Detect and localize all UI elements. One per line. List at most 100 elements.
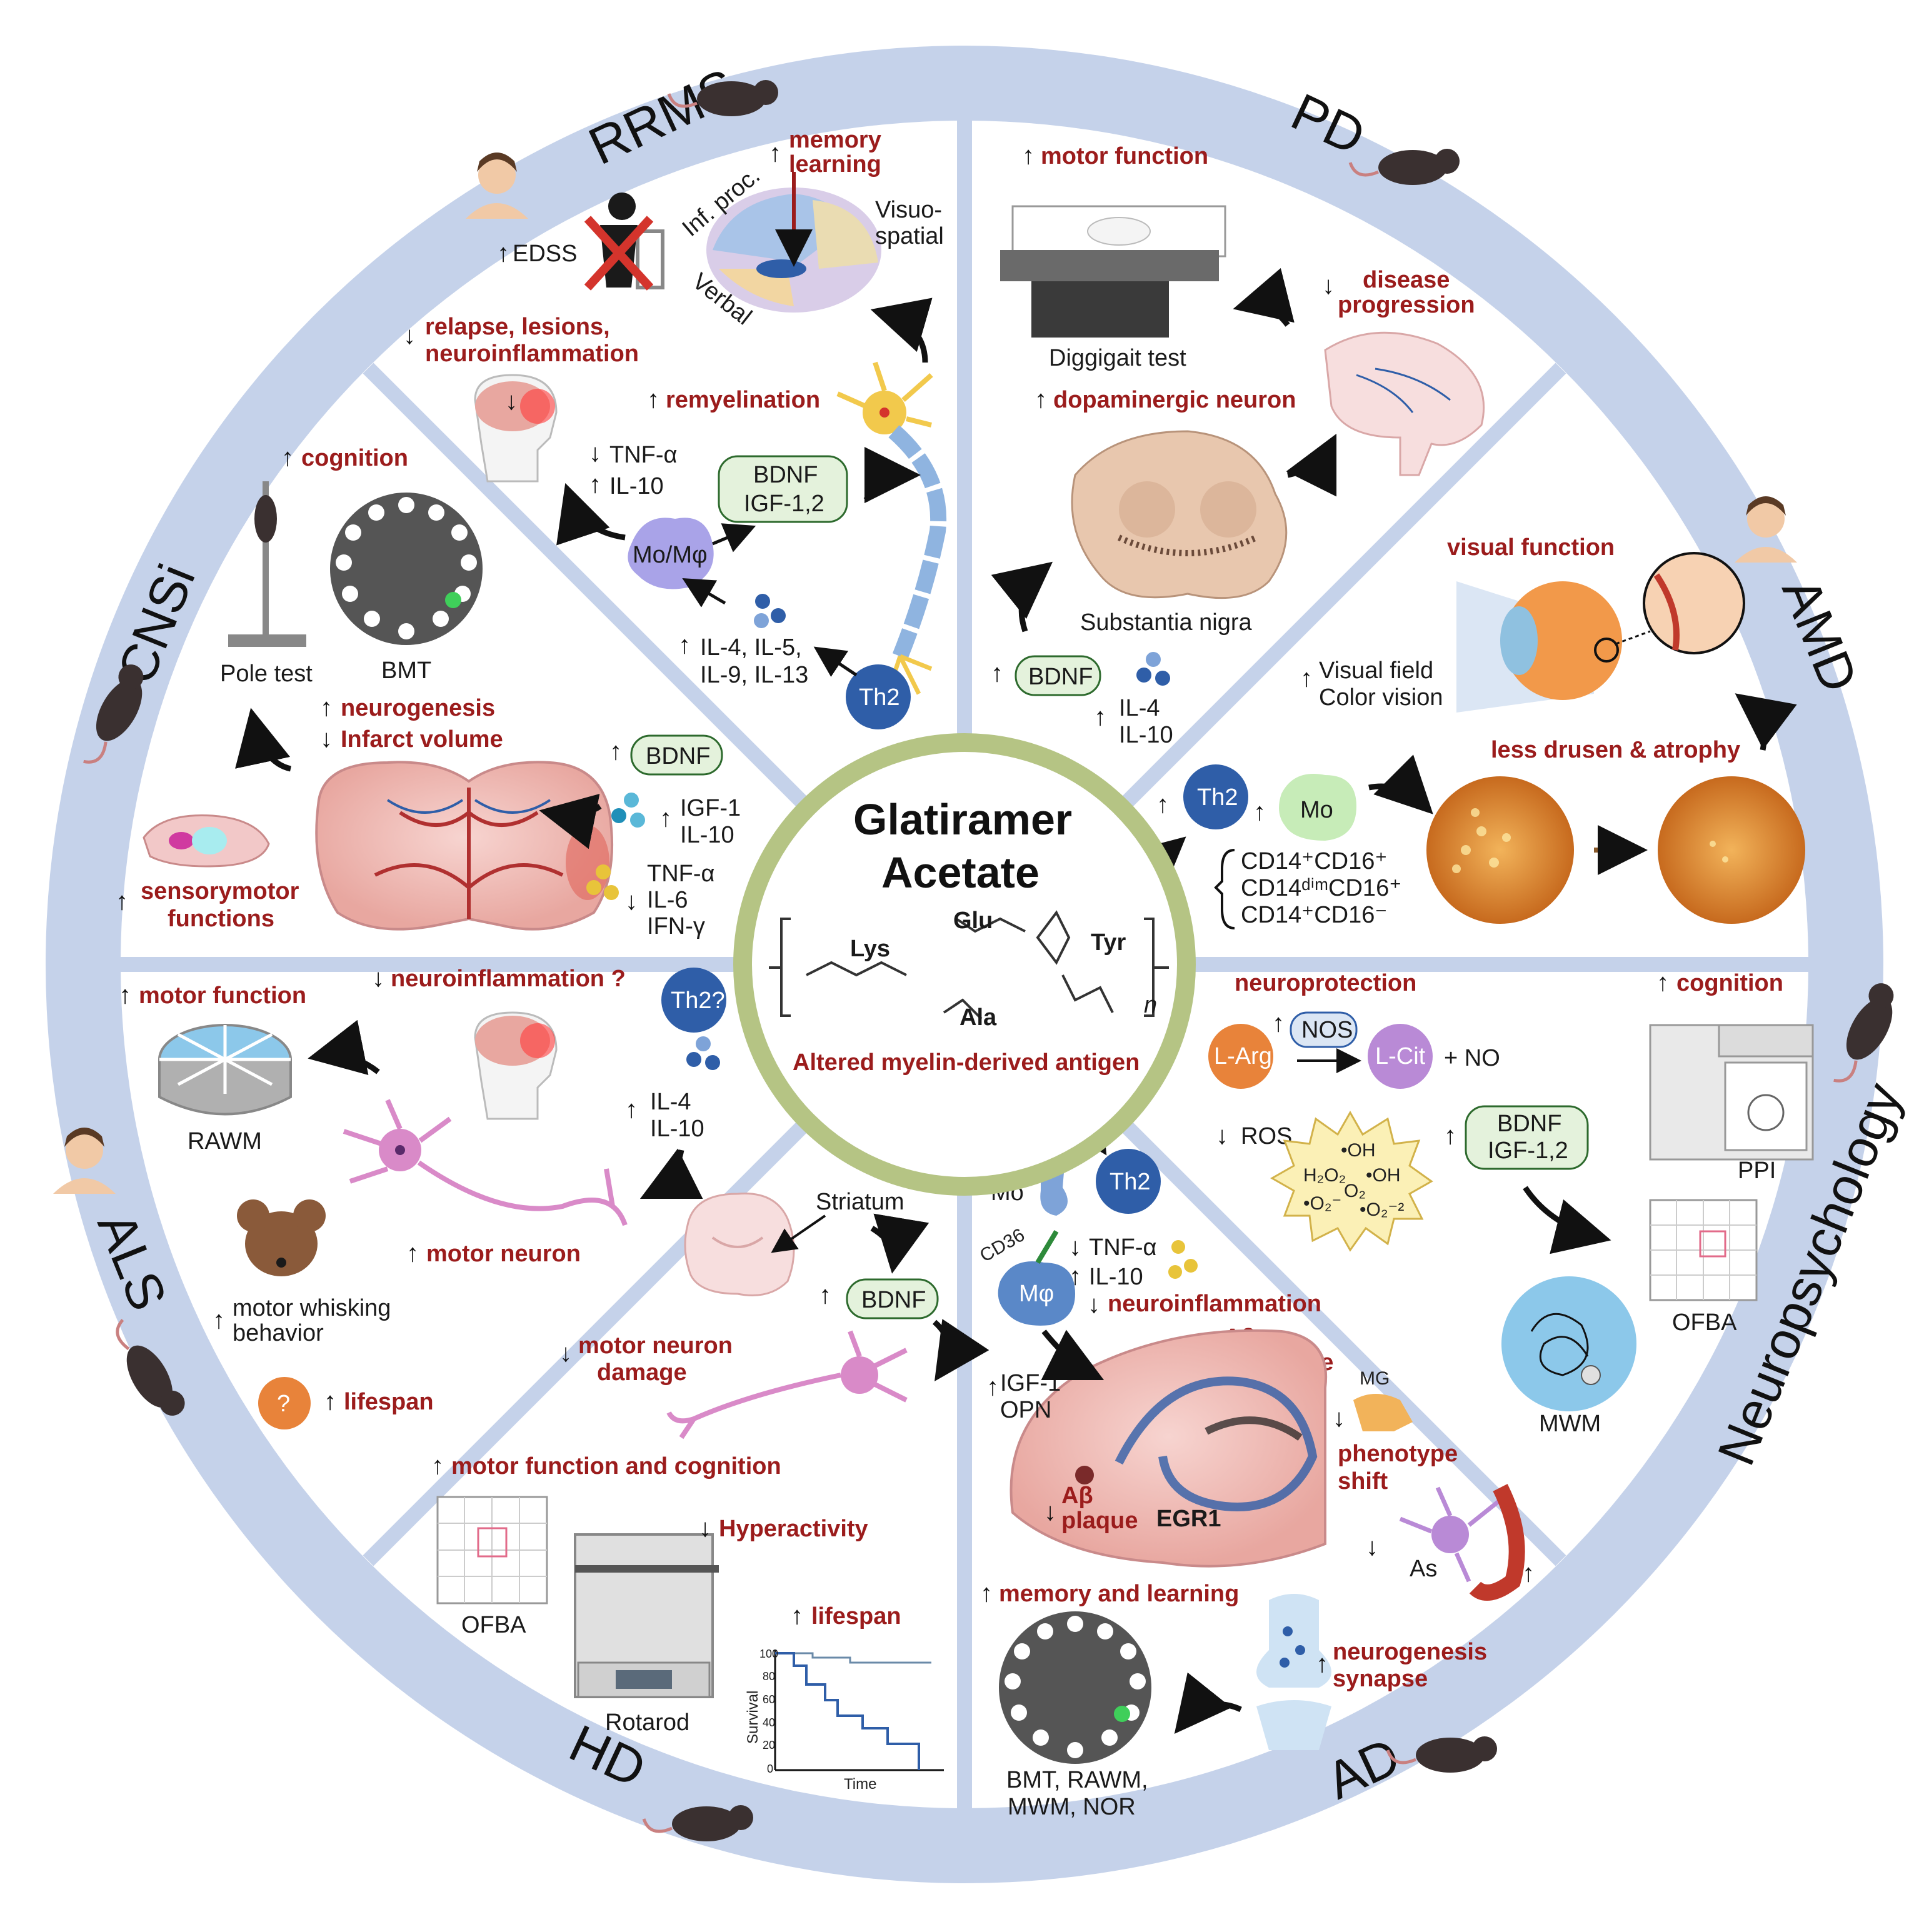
cd-marker-2: CD14ᵈⁱᵐCD16⁺ xyxy=(1241,875,1401,901)
cnsi-cognition-label: cognition xyxy=(301,445,408,471)
head-icon: ↓ xyxy=(474,374,558,483)
svg-text:↓: ↓ xyxy=(699,1514,711,1542)
survival-tick-40: 40 xyxy=(763,1716,775,1729)
edss-label: EDSS xyxy=(513,241,577,267)
center-title-2: Acetate xyxy=(881,848,1040,897)
visuospatial-label-2: spatial xyxy=(875,223,944,249)
als-motor-label: motor function xyxy=(139,983,306,1009)
ad-memory-label: memory and learning xyxy=(999,1581,1239,1607)
ros-species-1: •OH xyxy=(1341,1140,1376,1161)
als-motor-neuron-label: motor neuron xyxy=(426,1241,581,1267)
svg-text:↑: ↑ xyxy=(1656,969,1669,996)
sector-amd: visual function ↑ Visual field Color vis… xyxy=(1152,534,1805,929)
person-icon xyxy=(1735,496,1797,563)
svg-text:↑: ↑ xyxy=(406,1239,419,1267)
bdnf-igf-pill xyxy=(718,455,848,523)
question-badge xyxy=(258,1377,311,1429)
ros-species-3: •OH xyxy=(1366,1165,1401,1186)
cnsi-bdnf-text: BDNF xyxy=(646,743,710,769)
rat-brain-icon xyxy=(143,814,270,868)
th2-cell-label: Th2 xyxy=(859,684,899,711)
svg-text:↑: ↑ xyxy=(1522,1559,1535,1587)
np-cognition-label: cognition xyxy=(1676,970,1783,996)
cnsi-il10-label: IL-10 xyxy=(680,822,734,848)
less-drusen-label: less drusen & atrophy xyxy=(1491,737,1740,763)
hyperactivity-label: Hyperactivity xyxy=(719,1516,868,1542)
cnsi-tnf-label: TNF-α xyxy=(647,861,715,887)
disease-progression-2: progression xyxy=(1338,292,1475,318)
pd-cytokine-dots xyxy=(1136,652,1170,686)
sector-neuropsychology: ↑ cognition PPI neuroprotection L-Arg ↑ … xyxy=(1208,969,1814,1437)
l-cit-label: L-Cit xyxy=(1375,1043,1426,1069)
ppi-label: PPI xyxy=(1738,1158,1776,1184)
svg-text:↑: ↑ xyxy=(678,631,691,659)
rrms-learning-label: learning xyxy=(789,151,881,178)
svg-text:↑: ↑ xyxy=(119,981,131,1009)
motor-neuron-damage-2: damage xyxy=(597,1359,687,1386)
bdnf-pill-text: BDNF xyxy=(753,462,818,488)
neuroprotection-label: neuroprotection xyxy=(1235,970,1416,996)
disease-progression-1: disease xyxy=(1363,267,1450,293)
nos-pill xyxy=(1290,1011,1358,1048)
svg-text:↓: ↓ xyxy=(1088,1291,1100,1318)
infarct-label: Infarct volume xyxy=(341,726,503,753)
svg-text:↓: ↓ xyxy=(1069,1233,1081,1261)
svg-text:↑: ↑ xyxy=(1156,791,1169,818)
hd-neuron-icon xyxy=(666,1330,908,1439)
tnf-label: TNF-α xyxy=(609,442,678,468)
il-label-2: IL-9, IL-13 xyxy=(700,662,808,688)
sector-ad: Mo Th2 CD36 Mφ ↓ TNF-α ↑ IL-10 ↓ neuroin… xyxy=(976,1120,1535,1820)
visual-field-label: Visual field xyxy=(1319,658,1433,684)
pd-il4: IL-4 xyxy=(1119,695,1160,721)
residue-glu: Glu xyxy=(953,908,993,934)
l-arg-node xyxy=(1208,1024,1273,1089)
svg-text:↑: ↑ xyxy=(647,386,659,413)
substantia-nigra-icon xyxy=(1071,430,1288,599)
svg-text:↑: ↑ xyxy=(213,1306,225,1334)
cnsi-igf-label: IGF-1 xyxy=(680,795,741,821)
coronal-brain-icon xyxy=(684,1193,795,1296)
rotarod-icon xyxy=(574,1533,719,1698)
rotarod-label: Rotarod xyxy=(605,1709,689,1736)
neurogenesis-label-2: synapse xyxy=(1333,1666,1428,1692)
als-lifespan-label: lifespan xyxy=(344,1389,434,1415)
svg-text:↑: ↑ xyxy=(1253,798,1266,826)
ros-burst xyxy=(1270,1110,1433,1252)
mg-cell-icon xyxy=(1353,1394,1413,1431)
whisking-label-1: motor whisking xyxy=(233,1295,391,1321)
mouse-face-icon xyxy=(237,1199,326,1276)
center-subtitle: Altered myelin-derived antigen xyxy=(793,1049,1140,1076)
ad-th2-label: Th2 xyxy=(1110,1169,1150,1195)
residue-lys: Lys xyxy=(850,936,890,962)
hd-bdnf-text: BDNF xyxy=(861,1287,926,1313)
ad-mphi-label: Mφ xyxy=(1019,1281,1054,1307)
residue-ala: Ala xyxy=(959,1004,997,1031)
mouse-icon xyxy=(642,1805,753,1841)
cd-marker-1: CD14⁺CD16⁺ xyxy=(1241,848,1387,874)
center-panel: Glatiramer Acetate Lys Glu Tyr Ala n Alt… xyxy=(733,733,1196,1196)
hd-lifespan-label: lifespan xyxy=(811,1603,901,1629)
dopaminergic-label: dopaminergic neuron xyxy=(1053,387,1296,413)
ad-th2-cell xyxy=(1096,1149,1161,1214)
ofba-grid-icon xyxy=(1649,1199,1758,1301)
np-bdnf-text: BDNF xyxy=(1497,1111,1561,1137)
svg-text:↓: ↓ xyxy=(559,1339,572,1367)
sector-cnsi: ↑ cognition Pole test BMT ↑ neurogenesis… xyxy=(116,444,741,939)
ad-macrophage xyxy=(998,1229,1075,1326)
mouse-icon xyxy=(83,664,144,764)
svg-text:↑: ↑ xyxy=(1272,1009,1285,1037)
als-cytokine-dots xyxy=(686,1036,720,1070)
rawm-icon xyxy=(158,1024,292,1116)
retina-before xyxy=(1426,776,1574,924)
brain-sagittal-icon xyxy=(1324,331,1485,476)
svg-text:↑: ↑ xyxy=(1022,142,1035,169)
ring-icons xyxy=(53,80,1894,1841)
center-disc xyxy=(752,752,1177,1177)
ad-tnf-label: TNF-α xyxy=(1089,1234,1157,1261)
brain-icon xyxy=(706,172,881,313)
sector-als: ↑ motor function RAWM ↓ neuroinflammatio… xyxy=(119,964,726,1429)
motor-neuron-damage-1: motor neuron xyxy=(578,1333,733,1359)
as-label: As xyxy=(1410,1556,1437,1582)
svg-text:↑: ↑ xyxy=(659,804,672,832)
